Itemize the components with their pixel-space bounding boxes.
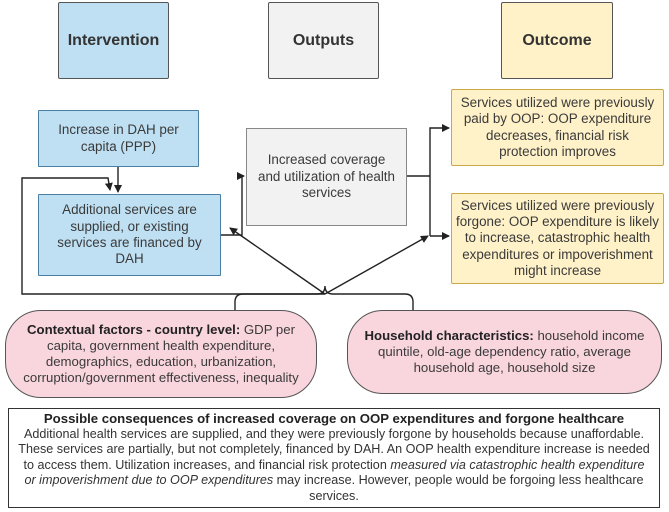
intervention-header: Intervention bbox=[58, 2, 169, 79]
contextual-factors-body: GDP per capita, government health expend… bbox=[23, 321, 299, 386]
household-characteristics-title: Household characteristics: bbox=[364, 327, 534, 343]
arrow-context-to-coverage bbox=[229, 227, 326, 295]
outcome-header-label: Outcome bbox=[522, 31, 592, 49]
previously-paid-text: Services utilized were previously paid b… bbox=[460, 94, 655, 159]
consequences-body-part1: Additional health services are supplied,… bbox=[18, 427, 650, 472]
consequences-body: Additional health services are supplied,… bbox=[17, 427, 651, 504]
consequences-body-part2: may increase. However, people would be f… bbox=[273, 473, 644, 503]
intervention-header-label: Intervention bbox=[67, 31, 160, 49]
contextual-factors-title: Contextual factors - country level: bbox=[27, 321, 241, 337]
previously-forgone-box: Services utilized were previously forgon… bbox=[451, 193, 664, 284]
consequences-title: Possible consequences of increased cover… bbox=[43, 411, 625, 426]
consequences-body-italic: measured via catastrophic health expendi… bbox=[24, 457, 645, 488]
factors-brace bbox=[234, 285, 414, 310]
arrow-context-to-services bbox=[21, 177, 325, 295]
household-characteristics-body: household income quintile, old-age depen… bbox=[378, 327, 645, 376]
coverage-box: Increased coverage and utilization of he… bbox=[246, 128, 407, 226]
outcome-header: Outcome bbox=[501, 2, 613, 79]
previously-paid-box: Services utilized were previously paid b… bbox=[451, 89, 664, 166]
coverage-text: Increased coverage and utilization of he… bbox=[258, 152, 395, 201]
additional-services-text: Additional services are supplied, or exi… bbox=[57, 202, 202, 267]
outputs-header-label: Outputs bbox=[292, 31, 355, 49]
dah-increase-text: Increase in DAH per capita (PPP) bbox=[58, 122, 179, 154]
additional-services-box: Additional services are supplied, or exi… bbox=[38, 194, 221, 276]
arrow-services-to-coverage bbox=[221, 172, 245, 236]
household-characteristics-box: Household characteristics: household inc… bbox=[347, 310, 662, 394]
arrow-context-to-outcomes bbox=[324, 235, 429, 295]
contextual-factors-box: Contextual factors - country level: GDP … bbox=[5, 310, 317, 398]
previously-forgone-text: Services utilized were previously forgon… bbox=[456, 197, 659, 279]
dah-increase-box: Increase in DAH per capita (PPP) bbox=[38, 110, 199, 167]
outputs-header: Outputs bbox=[268, 2, 379, 79]
contextual-factors-text: Contextual factors - country level: GDP … bbox=[16, 322, 306, 386]
arrow-to-previously-paid bbox=[429, 124, 450, 236]
household-characteristics-text: Household characteristics: household inc… bbox=[358, 328, 651, 376]
consequences-box: Possible consequences of increased cover… bbox=[8, 408, 660, 508]
